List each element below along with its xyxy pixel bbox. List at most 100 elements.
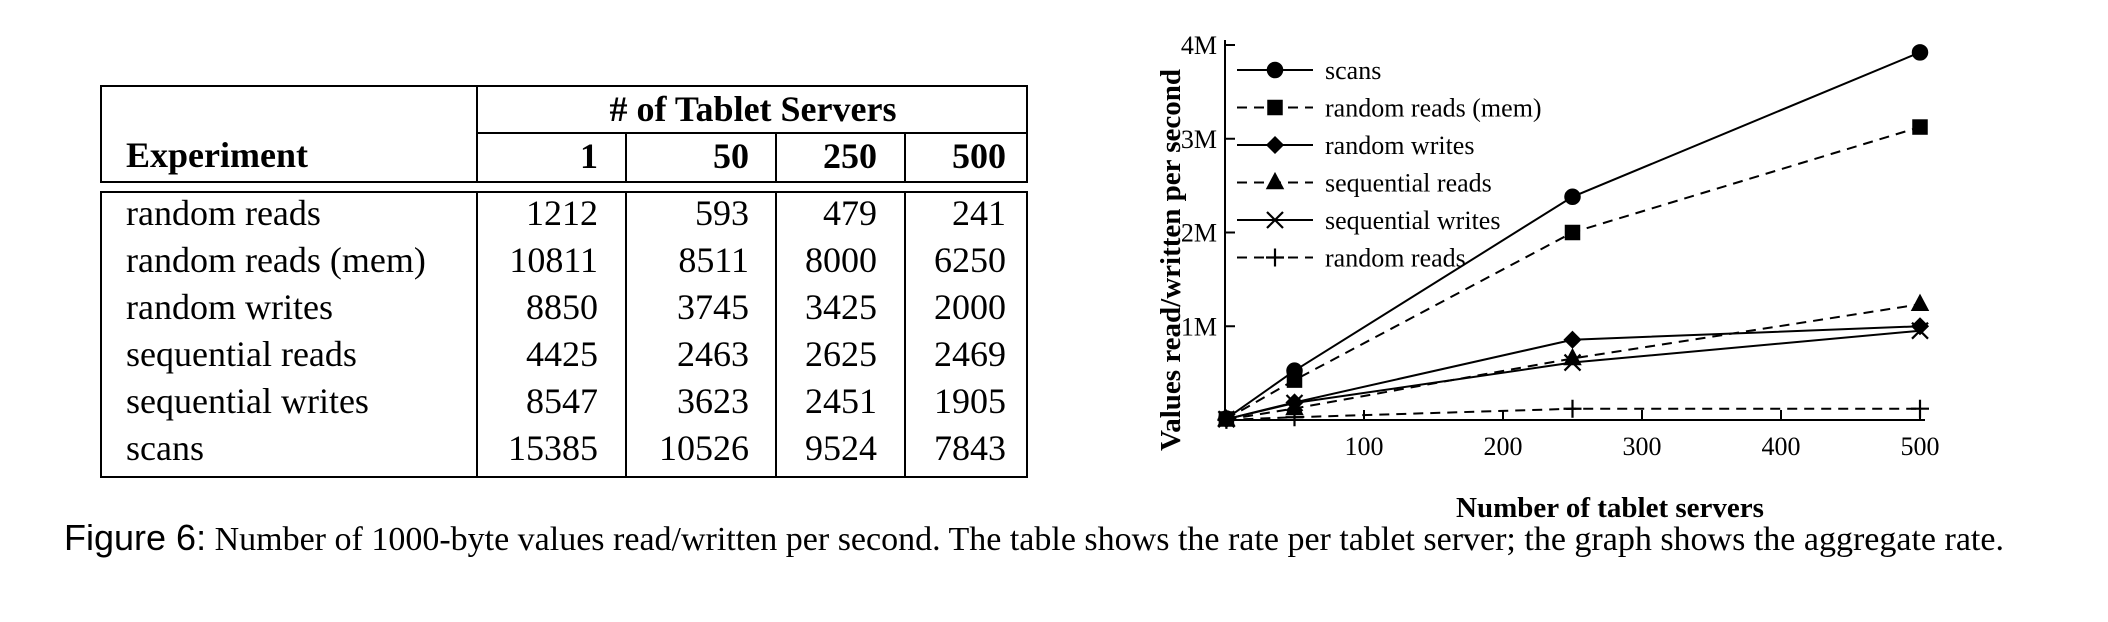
- figure-caption: Figure 6: Number of 1000-byte values rea…: [64, 515, 2054, 563]
- x-tick-label: 400: [1762, 432, 1801, 461]
- col-divider: [904, 132, 906, 183]
- data-point: [1563, 347, 1582, 366]
- x-tick-label: 100: [1345, 432, 1384, 461]
- data-point: [1265, 171, 1285, 190]
- data-point: [1267, 99, 1283, 116]
- col-divider: [625, 191, 627, 478]
- data-point: [1911, 321, 1929, 340]
- row-value: 8000: [805, 240, 877, 280]
- row-value: 3745: [677, 287, 749, 327]
- data-point: [1563, 399, 1582, 418]
- data-point: [1564, 224, 1581, 241]
- series-line: [1226, 407, 1921, 421]
- row-value: 4425: [526, 334, 598, 374]
- data-point: [1285, 394, 1304, 412]
- data-point: [1564, 188, 1581, 206]
- legend-entry: random reads (mem): [1237, 94, 1542, 123]
- data-point: [1217, 410, 1236, 429]
- table-body-frame: [100, 191, 1028, 478]
- series-line: [1225, 51, 1921, 420]
- col-divider: [904, 191, 906, 478]
- row-label: random reads (mem): [126, 240, 426, 280]
- row-label: sequential reads: [126, 334, 357, 374]
- header-group-divider: [476, 132, 1028, 134]
- row-value: 593: [695, 193, 749, 233]
- throughput-chart: Values read/written per second Number of…: [1140, 20, 2000, 530]
- col-divider: [775, 191, 777, 478]
- legend-label: random writes: [1325, 131, 1474, 160]
- legend-entry: scans: [1237, 56, 1381, 85]
- chart-legend: scans random reads (mem) random writes sequ…: [1237, 56, 1542, 273]
- data-point: [1911, 399, 1929, 418]
- series-line: [1226, 329, 1921, 421]
- y-axis-label: Values read/written per second: [1155, 69, 1187, 451]
- col-divider: [476, 85, 478, 183]
- data-point: [1563, 330, 1582, 349]
- data-point: [1910, 293, 1930, 312]
- legend-entry: random writes: [1237, 131, 1474, 160]
- row-value: 9524: [805, 428, 877, 468]
- x-axis-label: Number of tablet servers: [1456, 492, 1764, 524]
- y-tick-label: 4M: [1181, 31, 1217, 60]
- row-value: 8850: [526, 287, 598, 327]
- legend-label: random reads (mem): [1325, 94, 1542, 123]
- legend-label: scans: [1325, 56, 1381, 85]
- row-value: 3623: [677, 381, 749, 421]
- row-value: 2000: [934, 287, 1006, 327]
- row-value: 10811: [509, 240, 598, 280]
- header-col-500: 500: [952, 136, 1006, 176]
- row-value: 8547: [526, 381, 598, 421]
- legend-label: sequential writes: [1325, 206, 1500, 235]
- legend-entry: sequential writes: [1237, 206, 1500, 235]
- row-value: 10526: [659, 428, 749, 468]
- legend-label: random reads: [1325, 244, 1466, 273]
- legend-label: sequential reads: [1325, 169, 1492, 198]
- x-tick-label: 500: [1901, 432, 1940, 461]
- table-header-frame: [100, 85, 1028, 183]
- data-point: [1265, 135, 1285, 155]
- row-value: 479: [823, 193, 877, 233]
- header-col-1: 1: [580, 136, 598, 176]
- col-divider: [476, 191, 478, 478]
- row-value: 2451: [805, 381, 877, 421]
- data-point: [1285, 408, 1304, 427]
- data-point: [1912, 119, 1928, 135]
- data-point: [1563, 353, 1582, 372]
- results-table: Experiment # of Tablet Servers 1 50 250 …: [100, 85, 1028, 478]
- row-value: 8511: [678, 240, 749, 280]
- row-value: 1212: [526, 193, 598, 233]
- legend-entry: sequential reads: [1237, 169, 1492, 198]
- row-value: 3425: [805, 287, 877, 327]
- data-point: [1911, 44, 1929, 61]
- header-col-250: 250: [823, 136, 877, 176]
- row-value: 7843: [934, 428, 1006, 468]
- row-value: 6250: [934, 240, 1006, 280]
- y-tick-label: 2M: [1181, 219, 1217, 248]
- chart-svg: Values read/written per second Number of…: [1155, 31, 1940, 524]
- row-label: scans: [126, 428, 204, 468]
- row-value: 241: [952, 193, 1006, 233]
- header-tablet-servers: # of Tablet Servers: [609, 89, 897, 129]
- chart-series: [1217, 44, 1930, 429]
- data-point: [1266, 211, 1284, 229]
- row-label: sequential writes: [126, 381, 369, 421]
- row-value: 1905: [934, 381, 1006, 421]
- header-experiment: Experiment: [126, 135, 308, 175]
- row-value: 2463: [677, 334, 749, 374]
- data-point: [1266, 248, 1284, 267]
- y-tick-label: 3M: [1181, 125, 1217, 154]
- col-divider: [625, 132, 627, 183]
- row-value: 2469: [934, 334, 1006, 374]
- data-point: [1266, 61, 1284, 79]
- legend-entry: random reads: [1237, 244, 1466, 273]
- row-label: random reads: [126, 193, 321, 233]
- header-col-50: 50: [713, 136, 749, 176]
- series-random-reads: [1217, 399, 1929, 429]
- col-divider: [775, 132, 777, 183]
- x-tick-label: 200: [1484, 432, 1523, 461]
- series-random-reads-mem: [1218, 119, 1928, 427]
- y-tick-label: 1M: [1181, 312, 1217, 341]
- row-value: 2625: [805, 334, 877, 374]
- data-point: [1286, 372, 1303, 388]
